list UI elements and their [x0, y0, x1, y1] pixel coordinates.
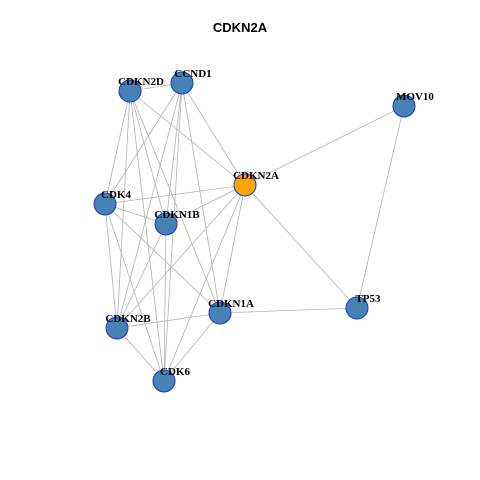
- edge-layer: [104, 82, 405, 382]
- node-ccnd1[interactable]: CCND1: [170, 68, 212, 95]
- edge-ccnd1-cdk4: [104, 82, 183, 205]
- node-circle-cdkn2a[interactable]: [233, 173, 257, 197]
- edge-cdkn2a-cdkn1a: [219, 184, 246, 314]
- edge-cdkn2d-cdk6: [129, 90, 165, 382]
- node-mov10[interactable]: MOV10: [392, 91, 434, 118]
- node-cdkn1b[interactable]: CDKN1B: [154, 209, 200, 236]
- edge-cdkn2a-cdk6: [163, 184, 246, 382]
- edge-mov10-cdkn2a: [244, 105, 405, 186]
- node-cdk4[interactable]: CDK4: [93, 189, 131, 216]
- node-cdkn2a[interactable]: CDKN2A: [233, 170, 279, 197]
- edge-cdkn2a-tp53: [244, 184, 358, 309]
- edge-ccnd1-cdkn2b: [116, 82, 183, 329]
- node-cdk6[interactable]: CDK6: [152, 366, 190, 393]
- node-circle-cdk4[interactable]: [93, 192, 117, 216]
- node-label-cdkn1b: CDKN1B: [154, 209, 200, 221]
- node-label-cdkn2d: CDKN2D: [118, 76, 164, 88]
- edge-cdkn1b-cdkn2b: [116, 223, 167, 329]
- node-circle-tp53[interactable]: [345, 296, 369, 320]
- edge-cdkn2a-cdk4: [104, 184, 246, 205]
- node-circle-mov10[interactable]: [392, 94, 416, 118]
- edge-ccnd1-cdkn2a: [181, 82, 246, 186]
- edge-cdkn1b-cdk6: [163, 223, 167, 382]
- node-label-cdkn2b: CDKN2B: [105, 313, 151, 325]
- edge-cdkn2d-cdkn1b: [129, 90, 167, 225]
- node-label-cdk4: CDK4: [101, 189, 131, 201]
- edge-cdkn2d-cdkn2b: [116, 90, 131, 329]
- edge-cdkn1a-tp53: [219, 307, 358, 314]
- node-cdkn2d[interactable]: CDKN2D: [118, 76, 164, 103]
- edge-cdkn2b-cdk6: [116, 327, 165, 382]
- node-circle-cdkn1b[interactable]: [154, 212, 178, 236]
- edge-ccnd1-cdkn1b: [165, 82, 183, 225]
- edge-cdkn1a-cdkn2b: [116, 312, 221, 329]
- edge-cdk4-cdkn2b: [104, 203, 118, 329]
- edge-cdk4-cdkn1a: [104, 203, 221, 314]
- edge-ccnd1-cdkn1a: [181, 82, 221, 314]
- node-label-cdkn2a: CDKN2A: [233, 170, 279, 182]
- node-label-ccnd1: CCND1: [174, 68, 211, 80]
- node-label-cdkn1a: CDKN1A: [208, 298, 254, 310]
- edge-cdkn1a-cdk6: [163, 312, 221, 382]
- edge-cdkn2a-cdkn1b: [165, 184, 246, 225]
- node-cdkn2b[interactable]: CDKN2B: [105, 313, 151, 340]
- edge-cdkn2d-cdk4: [104, 90, 131, 205]
- diagram-title: CDKN2A: [212, 20, 268, 35]
- node-label-mov10: MOV10: [396, 91, 434, 103]
- node-label-cdk6: CDK6: [160, 366, 190, 378]
- node-circle-cdkn2b[interactable]: [105, 316, 129, 340]
- node-circle-cdk6[interactable]: [152, 369, 176, 393]
- node-cdkn1a[interactable]: CDKN1A: [208, 298, 254, 325]
- node-circle-cdkn2d[interactable]: [118, 79, 142, 103]
- edge-mov10-tp53: [356, 105, 405, 309]
- edge-cdk4-cdk6: [104, 203, 165, 382]
- edge-cdkn2d-cdkn2a: [129, 90, 246, 186]
- node-tp53[interactable]: TP53: [345, 293, 381, 320]
- node-circle-ccnd1[interactable]: [170, 71, 194, 95]
- node-circle-cdkn1a[interactable]: [208, 301, 232, 325]
- node-label-tp53: TP53: [355, 293, 381, 305]
